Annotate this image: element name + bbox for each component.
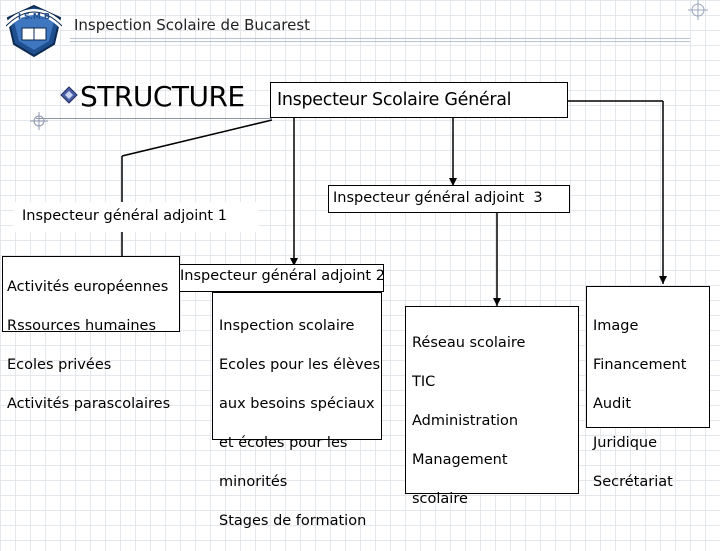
app-title: Inspection Scolaire de Bucarest xyxy=(74,16,311,34)
duties-list: Activités européennes Rssources humaines… xyxy=(7,258,170,434)
org-node-label: Inspecteur général adjoint 3 xyxy=(333,190,543,206)
arrowhead-top-duties xyxy=(659,276,667,284)
duty-item: Ecoles privées xyxy=(7,356,112,373)
duty-item: TIC xyxy=(412,373,436,390)
header-rule-2 xyxy=(70,41,690,42)
duties-adjoint-3: Réseau scolaire TIC Administration Manag… xyxy=(405,306,579,507)
duties-list: Réseau scolaire TIC Administration Manag… xyxy=(412,314,525,529)
corner-crosshair-icon xyxy=(688,0,712,24)
org-node-label: Inspecteur Scolaire Général xyxy=(277,90,512,110)
org-node-adjoint-1: Inspecteur général adjoint 1 xyxy=(14,202,258,232)
section-underline xyxy=(36,118,272,119)
duty-item: Activités européennes xyxy=(7,278,169,295)
section-title: STRUCTURE xyxy=(80,80,245,113)
duty-item: Financement xyxy=(593,356,687,373)
org-node-adjoint-2: Inspecteur général adjoint 2 xyxy=(180,264,385,292)
duties-list: Inspection scolaire Ecoles pour les élèv… xyxy=(219,297,380,551)
duty-item: Administration xyxy=(412,412,519,429)
duties-adjoint-2: Inspection scolaire Ecoles pour les élèv… xyxy=(212,292,382,529)
duty-item: minorités xyxy=(219,473,288,490)
connector-top-diagonal xyxy=(121,119,273,157)
duty-item: Stages de formation xyxy=(219,512,367,529)
diamond-bullet-icon xyxy=(60,86,78,104)
org-node-label: Inspecteur général adjoint 1 xyxy=(22,208,227,224)
duty-item: Secrétariat xyxy=(593,473,673,490)
duty-item: Ecoles pour les élèves xyxy=(219,356,380,373)
svg-text:I.S.M.B: I.S.M.B xyxy=(18,12,50,21)
duty-item: Rssources humaines xyxy=(7,317,157,334)
duty-item: scolaire xyxy=(412,490,468,507)
arrowhead-adjoint3-duties xyxy=(493,298,501,306)
header-rule xyxy=(70,38,690,39)
duty-item: Juridique xyxy=(593,434,658,451)
arrowhead-adjoint2 xyxy=(290,258,298,266)
org-node-adjoint-3: Inspecteur général adjoint 3 xyxy=(328,185,570,213)
duty-item: Activités parascolaires xyxy=(7,395,171,412)
duty-item: aux besoins spéciaux xyxy=(219,395,375,412)
org-node-inspecteur-general: Inspecteur Scolaire Général xyxy=(270,82,568,118)
arrowhead-adjoint3 xyxy=(449,178,457,186)
crosshair-icon xyxy=(30,112,48,130)
ismb-logo: I.S.M.B xyxy=(2,2,66,58)
duty-item: Image xyxy=(593,317,639,334)
duties-list: Image Financement Audit Juridique Secrét… xyxy=(593,297,686,512)
duty-item: Inspection scolaire xyxy=(219,317,355,334)
org-node-label: Inspecteur général adjoint 2 xyxy=(180,268,385,284)
duties-inspecteur-general: Image Financement Audit Juridique Secrét… xyxy=(586,286,710,490)
duties-adjoint-1: Activités européennes Rssources humaines… xyxy=(2,256,180,412)
duty-item: Management xyxy=(412,451,508,468)
duty-item: et écoles pour les xyxy=(219,434,348,451)
duty-item: Audit xyxy=(593,395,632,412)
duty-item: Réseau scolaire xyxy=(412,334,526,351)
